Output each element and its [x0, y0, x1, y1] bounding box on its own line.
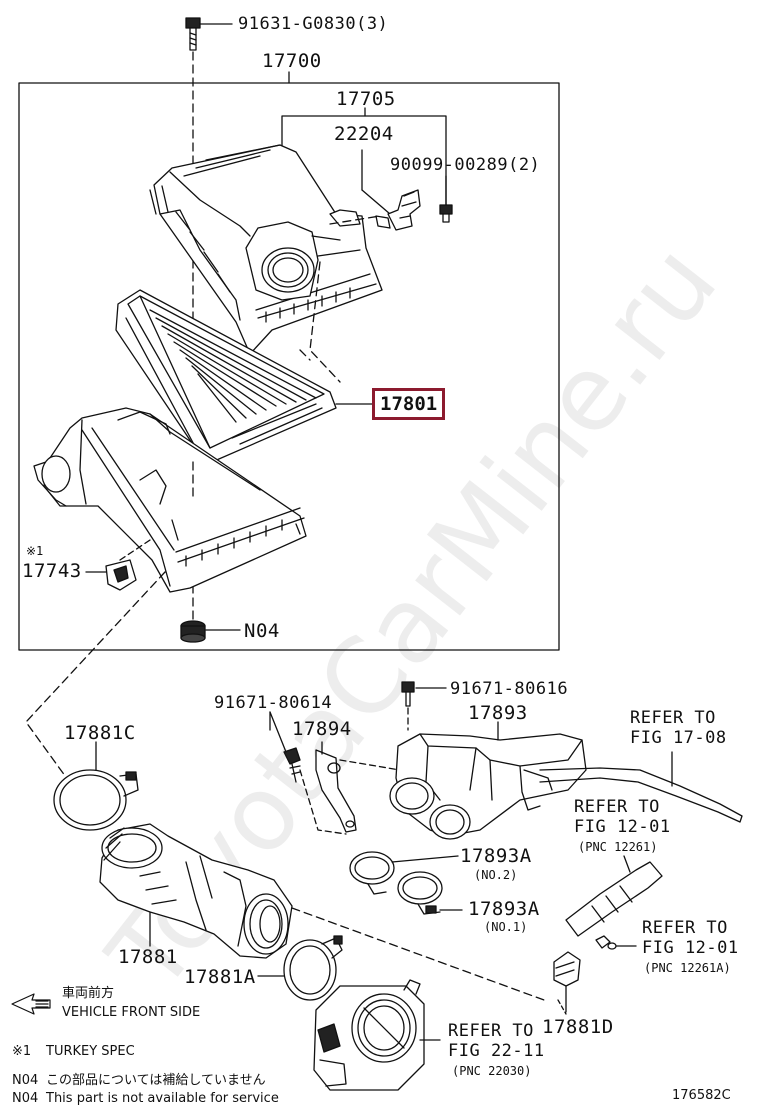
label-17743: 17743	[22, 560, 82, 582]
dashed-leader-left	[25, 571, 166, 781]
label-17705: 17705	[336, 88, 396, 110]
refer-4-line3: (PNC 22030)	[452, 1064, 532, 1078]
front-arrow-icon	[11, 993, 51, 1015]
screw-90099	[439, 204, 453, 223]
intake-hose-17881	[99, 823, 293, 959]
label-91671-80616: 91671-80616	[450, 679, 569, 699]
clamp-17881a	[283, 935, 343, 1001]
front-side-jp: 車両前方	[62, 986, 115, 1001]
valve-17881d	[553, 951, 581, 1013]
hose-12261	[565, 861, 663, 937]
refer-2-line3: (PNC 12261)	[578, 840, 658, 854]
throttle-body	[313, 979, 441, 1091]
filter-element	[115, 289, 337, 463]
label-91631: 91631-G0830(3)	[238, 14, 389, 34]
bracket-17894	[315, 749, 357, 833]
label-17881: 17881	[118, 946, 178, 968]
dashed-leader-right	[291, 907, 545, 1001]
refer-4-line1[interactable]: REFER TO	[448, 1021, 534, 1041]
n04-jp-text: この部品については補給していません	[46, 1073, 266, 1088]
clip-12261a	[595, 935, 617, 950]
sensor-22204	[375, 189, 421, 231]
bolt-91671-80614	[269, 711, 301, 783]
refer-2-line2[interactable]: FIG 12-01	[574, 817, 671, 837]
resonator-17893	[389, 733, 587, 840]
front-side-en: VEHICLE FRONT SIDE	[62, 1005, 201, 1020]
refer-4-line2[interactable]: FIG 22-11	[448, 1041, 545, 1061]
refer-3-line3: (PNC 12261A)	[644, 961, 731, 975]
grommet-n04	[180, 620, 206, 643]
n04-en-code: N04	[12, 1091, 39, 1106]
label-17700: 17700	[262, 50, 322, 72]
label-17881d: 17881D	[542, 1016, 614, 1038]
clamp-17893a-no1	[397, 871, 443, 915]
label-22204: 22204	[334, 123, 394, 145]
refer-1-line2[interactable]: FIG 17-08	[630, 728, 727, 748]
bracket-17705	[281, 115, 447, 206]
label-17801-highlight[interactable]: 17801	[372, 388, 446, 420]
note1-mark: ※1	[12, 1044, 32, 1059]
clamp-17881c	[53, 769, 139, 831]
hose-refer-17-08	[539, 767, 743, 823]
clamp-17893a-no2	[349, 851, 395, 895]
label-17893a-1-sub: (NO.2)	[474, 868, 518, 882]
note1-text: TURKEY SPEC	[46, 1044, 135, 1059]
clip-17743	[105, 559, 137, 591]
label-17881a: 17881A	[184, 966, 256, 988]
bolt-91631	[185, 17, 201, 51]
n04-en-text: This part is not available for service	[46, 1091, 279, 1106]
label-17893a-2-sub: (NO.1)	[484, 920, 528, 934]
label-17893a-2: 17893A	[468, 898, 540, 920]
refer-3-line1[interactable]: REFER TO	[642, 918, 728, 938]
bolt-91671-80616	[401, 681, 415, 707]
label-91671-80614: 91671-80614	[214, 693, 333, 713]
label-17881c: 17881C	[64, 722, 136, 744]
lower-case	[33, 407, 307, 593]
refer-3-line2[interactable]: FIG 12-01	[642, 938, 739, 958]
figure-code: 176582C	[672, 1088, 731, 1103]
label-17893: 17893	[468, 702, 528, 724]
label-90099: 90099-00289(2)	[390, 155, 541, 175]
refer-1-line1[interactable]: REFER TO	[630, 708, 716, 728]
label-17743-mark: ※1	[26, 544, 44, 558]
upper-case	[149, 144, 383, 355]
label-17893a-1: 17893A	[460, 845, 532, 867]
refer-2-line1[interactable]: REFER TO	[574, 797, 660, 817]
n04-jp-code: N04	[12, 1073, 39, 1088]
label-n04: N04	[244, 620, 280, 642]
label-17894: 17894	[292, 718, 352, 740]
